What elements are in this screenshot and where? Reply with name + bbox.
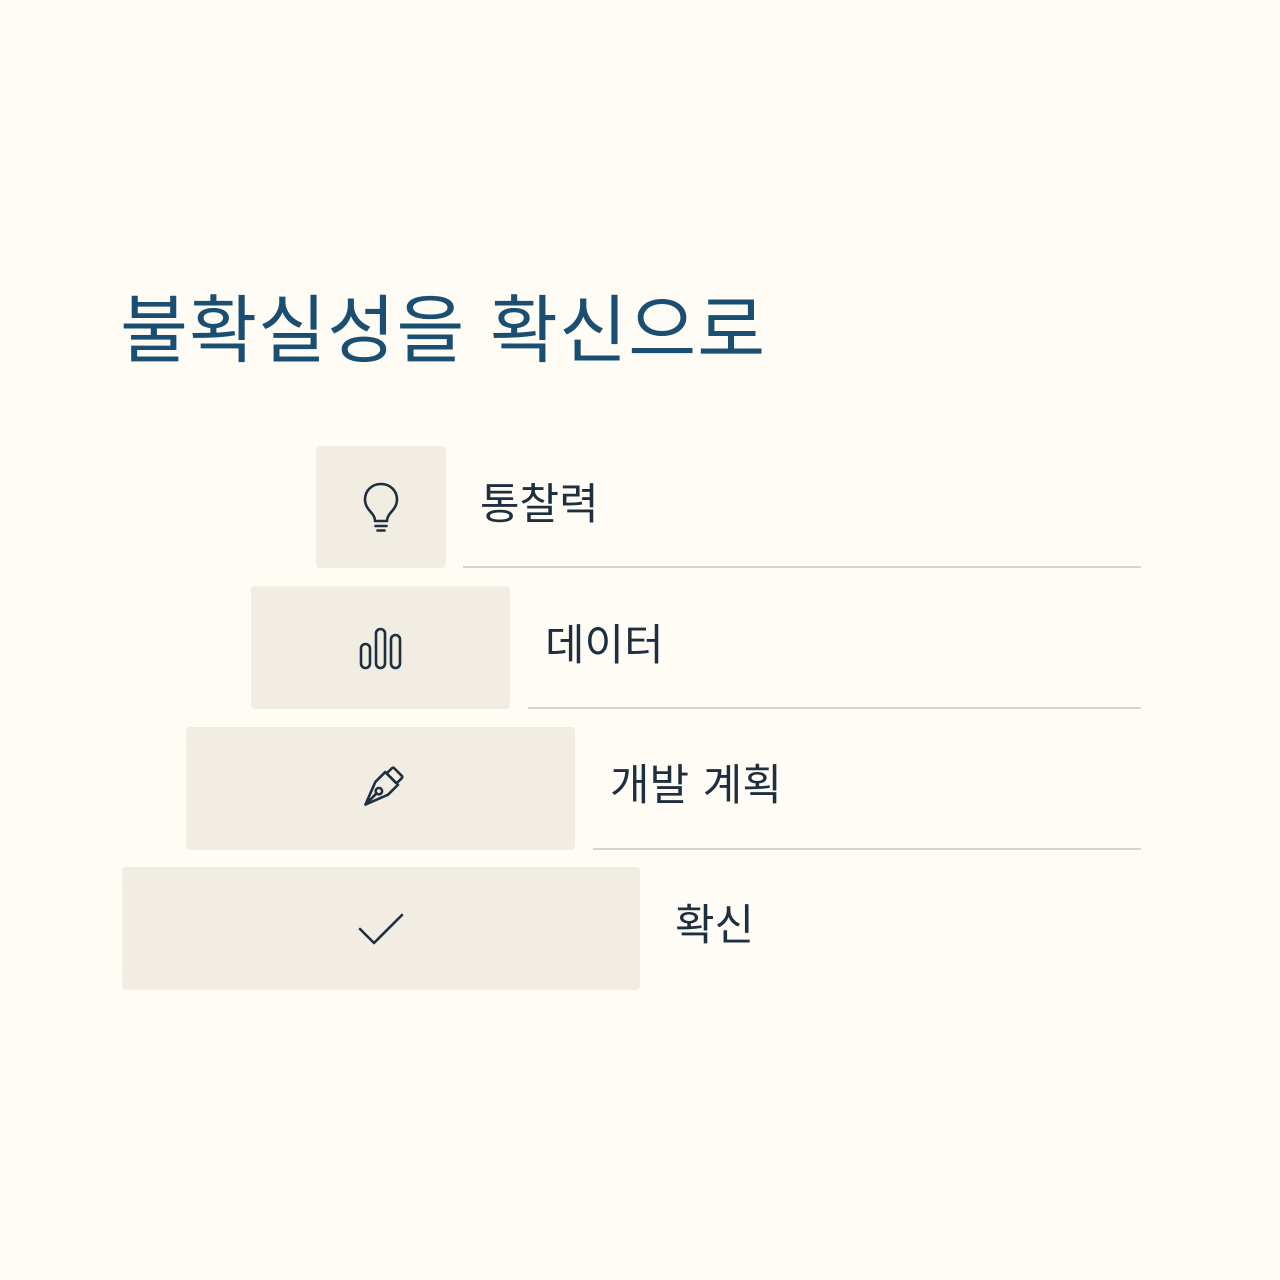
page-title: 불확실성을 확신으로 <box>120 288 767 374</box>
step-label-development-plan: 개발 계획 <box>610 761 782 811</box>
step-label-insight: 통찰력 <box>480 480 599 530</box>
checkmark-icon <box>357 912 405 946</box>
pyramid-block-development-plan <box>186 727 575 850</box>
step-label-confidence: 확신 <box>675 901 755 951</box>
lightbulb-icon <box>361 481 401 533</box>
divider-line <box>528 707 1141 709</box>
step-label-data: 데이터 <box>545 621 664 671</box>
pyramid-block-data <box>251 586 510 709</box>
pyramid-block-confidence <box>122 867 640 990</box>
pyramid-block-insight <box>316 446 446 568</box>
pen-nib-icon <box>356 764 406 814</box>
divider-line <box>463 566 1141 568</box>
bar-chart-icon <box>358 626 404 670</box>
divider-line <box>593 848 1141 850</box>
